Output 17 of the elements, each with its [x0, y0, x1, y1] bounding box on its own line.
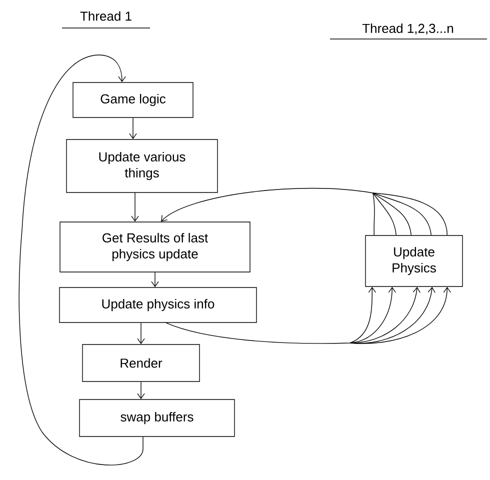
process-box: Game logic — [72, 82, 194, 118]
branching-arrow — [166, 286, 451, 344]
process-box: swap buffers — [79, 399, 235, 437]
arrow — [137, 382, 145, 400]
process-box: Render — [82, 344, 200, 382]
process-box: Update various things — [66, 139, 218, 193]
arrow — [129, 118, 137, 140]
process-box: Update physics info — [59, 287, 257, 323]
arrow — [151, 272, 159, 288]
process-box: Get Results of last physics update — [60, 222, 250, 272]
column-heading: Thread 1,2,3...n — [362, 23, 454, 35]
arrow — [131, 192, 139, 222]
column-heading: Thread 1 — [80, 11, 132, 21]
arrow — [18, 54, 144, 466]
arrow — [137, 322, 145, 344]
process-box: Update Physics — [365, 235, 463, 287]
branching-arrow — [161, 188, 448, 236]
